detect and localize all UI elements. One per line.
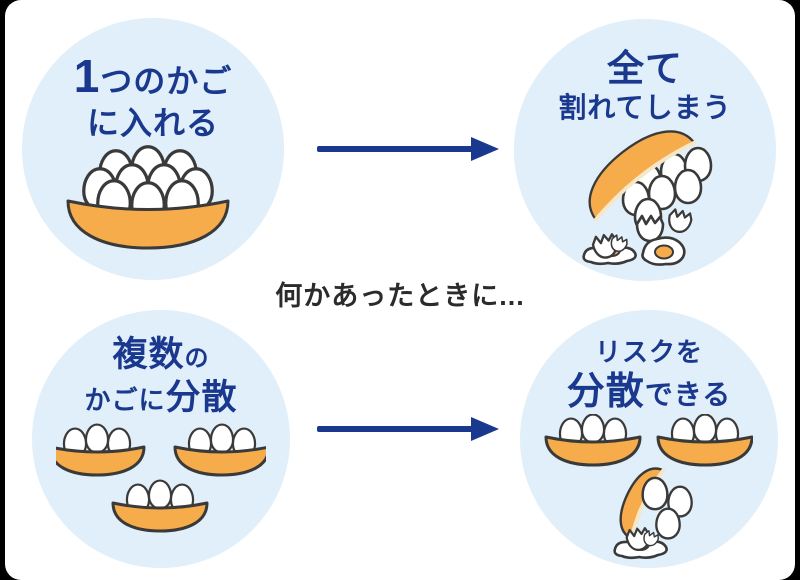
panel-all-broken-title: 全て 割れてしまう bbox=[514, 19, 776, 125]
panel-multiple-baskets-title: 複数の かごに分散 bbox=[32, 310, 290, 419]
title-line-2: に入れる bbox=[86, 105, 219, 142]
title-line-2-small: かごに bbox=[84, 384, 166, 415]
baskets-one-tipped-spilling-icon bbox=[544, 414, 753, 560]
arrow-right-icon bbox=[317, 137, 499, 161]
title-line-2: かごに分散 bbox=[32, 377, 290, 420]
title-line-1: 1つのかご bbox=[22, 48, 284, 104]
title-line-2-small: できる bbox=[644, 378, 732, 410]
title-line-1-big: 複数 bbox=[112, 335, 185, 374]
title-line-1-small: の bbox=[184, 345, 210, 372]
panel-multiple-baskets: 複数の かごに分散 bbox=[32, 310, 290, 568]
title-line-2-big: 分散 bbox=[165, 377, 238, 417]
panel-one-basket: 1つのかご に入れる bbox=[22, 18, 284, 280]
title-line-1: 複数の bbox=[32, 334, 290, 377]
tipped-basket-broken-eggs-icon bbox=[572, 123, 713, 266]
title-line-1-text: つのかご bbox=[100, 63, 233, 99]
title-line-2: 分散できる bbox=[520, 369, 778, 415]
basket-full-of-eggs-icon bbox=[66, 145, 230, 250]
center-caption: 何かあったときに... bbox=[275, 281, 525, 311]
title-number: 1 bbox=[73, 50, 101, 102]
infographic-canvas: 1つのかご に入れる 全て 割れてしまう bbox=[5, 0, 795, 580]
title-line-2-big: 分散 bbox=[566, 370, 645, 413]
title-line-1: リスクを bbox=[594, 337, 703, 367]
title-line-1: 全て bbox=[607, 48, 683, 89]
panel-all-broken: 全て 割れてしまう bbox=[514, 19, 776, 281]
title-line-2: 割れてしまう bbox=[558, 92, 732, 124]
arrow-right-icon bbox=[317, 417, 499, 441]
panel-risk-spread: リスクを 分散できる bbox=[520, 310, 778, 568]
panel-one-basket-title: 1つのかご に入れる bbox=[22, 18, 284, 143]
panel-risk-spread-title: リスクを 分散できる bbox=[520, 310, 778, 415]
three-baskets-with-eggs-icon bbox=[56, 423, 266, 533]
